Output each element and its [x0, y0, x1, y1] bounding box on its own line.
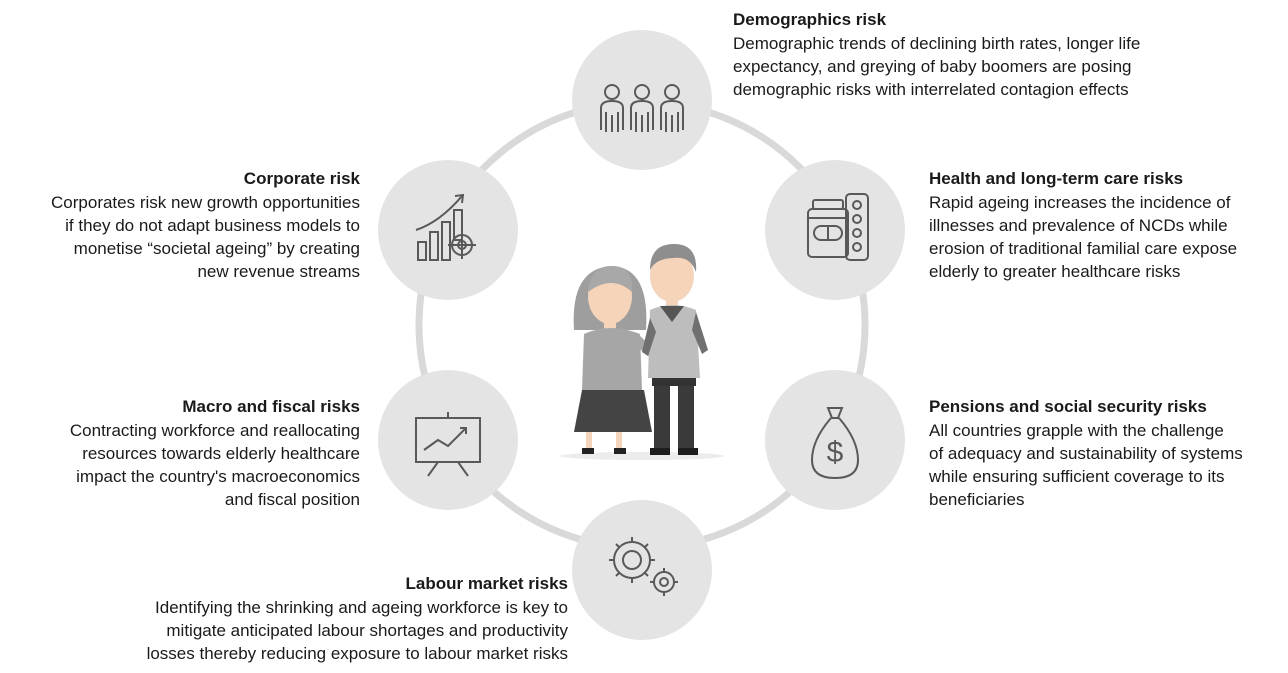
gears-icon: [609, 537, 678, 596]
node-health: [765, 160, 905, 300]
node-corporate: [378, 160, 518, 300]
money-bag-icon: $: [810, 407, 860, 480]
pensions-risk-block: Pensions and social security risks All c…: [929, 395, 1284, 511]
growth-target-icon: [415, 193, 476, 261]
presentation-chart-icon: [415, 412, 481, 477]
labour-risk-block: Labour market risks Identifying the shri…: [48, 572, 568, 665]
pensions-risk-title: Pensions and social security risks: [929, 397, 1207, 416]
elderly-couple-illustration: [560, 244, 724, 460]
health-risk-title: Health and long-term care risks: [929, 169, 1184, 188]
macro-risk-block: Macro and fiscal risks Contracting workf…: [10, 395, 360, 511]
svg-text:$: $: [827, 436, 844, 469]
node-pensions: [765, 370, 905, 510]
demographics-risk-block: Demographics risk Demographic trends of …: [733, 8, 1253, 101]
demographics-risk-title: Demographics risk: [733, 10, 887, 29]
macro-risk-title: Macro and fiscal risks: [182, 397, 360, 416]
corporate-risk-text: Corporates risk new growth opportunities…: [51, 193, 360, 281]
labour-risk-title: Labour market risks: [405, 574, 568, 593]
node-macro: [378, 370, 518, 510]
medicine-icon: [807, 193, 869, 261]
corporate-risk-block: Corporate risk Corporates risk new growt…: [0, 167, 360, 283]
pensions-risk-text: All countries grapple with the challenge…: [929, 421, 1243, 509]
family-icon: [600, 84, 684, 132]
demographics-risk-text: Demographic trends of declining birth ra…: [733, 34, 1141, 99]
macro-risk-text: Contracting workforce and reallocating r…: [69, 421, 360, 509]
labour-risk-text: Identifying the shrinking and ageing wor…: [146, 598, 568, 663]
health-risk-text: Rapid ageing increases the incidence of …: [929, 193, 1238, 281]
node-labour: [572, 500, 712, 640]
health-risk-block: Health and long-term care risks Rapid ag…: [929, 167, 1279, 283]
corporate-risk-title: Corporate risk: [243, 169, 360, 188]
